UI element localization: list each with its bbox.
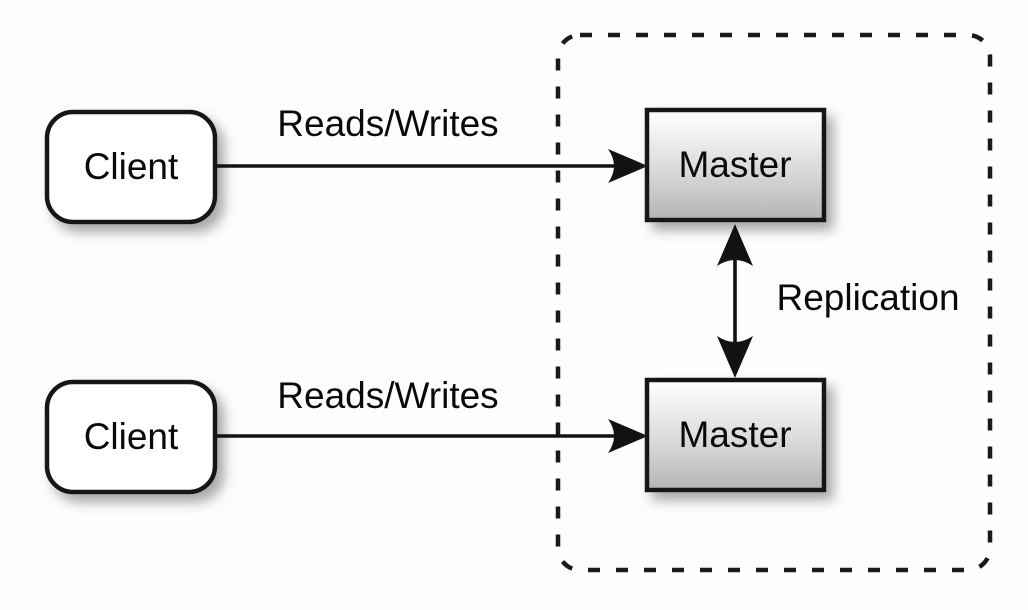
arrow-head-top xyxy=(608,149,648,183)
edge-client-top-master-top: Reads/Writes xyxy=(215,103,648,183)
edge-label-replication: Replication xyxy=(776,277,959,318)
master-bottom-shape xyxy=(644,377,827,493)
node-client-bottom[interactable]: Client xyxy=(44,379,218,495)
node-master-bottom[interactable]: Master xyxy=(644,377,827,493)
node-master-top[interactable]: Master xyxy=(644,107,827,223)
master-top-label: Master xyxy=(678,144,791,185)
client-bottom-label: Client xyxy=(84,416,179,457)
edge-label-reads-writes-top: Reads/Writes xyxy=(277,103,498,144)
edge-client-bottom-master-bottom: Reads/Writes xyxy=(215,375,648,453)
master-bottom-label: Master xyxy=(678,414,791,455)
arrow-head-bottom xyxy=(608,419,648,453)
client-top-label: Client xyxy=(84,146,179,187)
arrow-head-replication-down xyxy=(717,336,753,378)
node-client-top[interactable]: Client xyxy=(44,109,218,225)
edge-label-reads-writes-bottom: Reads/Writes xyxy=(277,375,498,416)
arrow-head-replication-up xyxy=(717,224,753,266)
edge-master-master: Replication xyxy=(717,224,960,378)
master-top-shape xyxy=(644,107,827,223)
